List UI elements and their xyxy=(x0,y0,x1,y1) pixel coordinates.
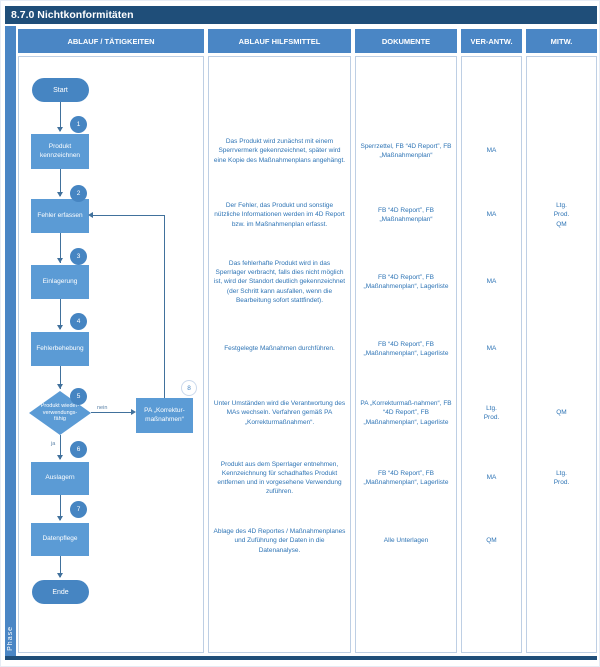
step-number-8: 8 xyxy=(181,380,197,396)
step-number-4: 4 xyxy=(70,313,87,330)
step-number-6: 6 xyxy=(70,441,87,458)
documents-row-2: FB “4D Report”, FB „Maßnahmenplan“ xyxy=(378,206,434,223)
branch-label-ja: ja xyxy=(51,441,56,447)
connector-step7-end xyxy=(60,556,61,577)
step-number-1: 1 xyxy=(70,116,87,133)
branch-label-nein: nein xyxy=(97,405,108,411)
arrowhead-step2 xyxy=(57,192,63,197)
description-row-4: Festgelegte Maßnahmen durchführen. xyxy=(224,345,335,353)
description-row-3: Das fehlerhafte Produkt wird in das Sper… xyxy=(213,260,346,304)
arrowhead-step1 xyxy=(57,127,63,132)
flow-node-start: Start xyxy=(32,78,89,102)
responsible-row-5: Ltg. Prod. xyxy=(483,404,500,421)
responsible-row-4: MA xyxy=(486,345,497,353)
connector-step3-step4 xyxy=(60,299,61,329)
documents-row-4: FB “4D Report”, FB „Maßnahmenplan“, Lage… xyxy=(363,340,449,357)
documents-row-3: FB “4D Report”, FB „Maßnahmenplan“, Lage… xyxy=(363,273,449,290)
connector-start-step1 xyxy=(60,102,61,131)
documents-row-6: FB “4D Report”, FB „Maßnahmenplan“, Lage… xyxy=(363,469,449,486)
contributing-row-6: Ltg. Prod. xyxy=(553,469,570,486)
flow-node-einlagerung: Einlagerung xyxy=(31,265,89,299)
column-header-mitw: MITW. xyxy=(526,29,597,53)
step-number-7: 7 xyxy=(70,501,87,518)
panel-ver-antw xyxy=(461,56,522,653)
arrowhead-step7 xyxy=(57,516,63,521)
step-number-5: 5 xyxy=(70,388,87,405)
responsible-row-7: QM xyxy=(486,537,497,545)
arrowhead-sidebox xyxy=(131,409,136,415)
documents-row-1: Sperrzettel, FB “4D Report”, FB „Maßnahm… xyxy=(360,142,452,159)
flow-node-datenpflege: Datenpflege xyxy=(31,523,89,556)
arrowhead-step6 xyxy=(57,455,63,460)
description-row-6: Produkt aus dem Sperrlager entnehmen, Ke… xyxy=(217,460,342,496)
flow-node-auslagern: Auslagern xyxy=(31,462,89,495)
panel-mitw xyxy=(526,56,597,653)
connector-feedback-horizontal xyxy=(92,215,165,216)
column-header-ver-antw: VER-ANTW. xyxy=(461,29,522,53)
phase-label: Phase xyxy=(7,626,14,651)
responsible-row-2: MA xyxy=(486,211,497,219)
step-number-3: 3 xyxy=(70,248,87,265)
phase-strip: Phase xyxy=(5,26,16,656)
page-title: 8.7.0 Nichtkonformitäten xyxy=(5,6,597,24)
contributing-row-3 xyxy=(527,247,596,317)
column-header-dokumente: DOKUMENTE xyxy=(355,29,457,53)
contributing-row-4 xyxy=(527,314,596,384)
flow-node-pa-korrekturmassnahmen: PA „Korrektur- maßnahmen“ xyxy=(136,398,193,433)
contributing-row-1 xyxy=(527,116,596,186)
connector-step1-step2 xyxy=(60,169,61,196)
documents-row-7: Alle Unterlagen xyxy=(383,537,429,545)
flow-node-produkt-kennzeichnen: Produkt kennzeichnen xyxy=(31,134,89,169)
connector-decision-sidebox xyxy=(91,412,134,413)
connector-step4-decision xyxy=(60,366,61,389)
panel-hilfsmittel xyxy=(208,56,351,653)
step-number-2: 2 xyxy=(70,185,87,202)
connector-step6-step7 xyxy=(60,495,61,520)
flow-node-fehlerbehebung: Fehlerbehebung xyxy=(31,332,89,366)
documents-row-5: PA „Korrekturmaß-nahmen“, FB “4D Report”… xyxy=(360,400,452,426)
flow-node-fehler-erfassen: Fehler erfassen xyxy=(31,199,89,233)
column-header-ablauf-hilfsmittel: ABLAUF HILFSMITTEL xyxy=(208,29,351,53)
responsible-row-3: MA xyxy=(486,278,497,286)
column-header-ablauf-taetigkeiten: ABLAUF / TÄTIGKEITEN xyxy=(18,29,204,53)
panel-dokumente xyxy=(355,56,457,653)
arrowhead-step4 xyxy=(57,325,63,330)
arrowhead-end xyxy=(57,573,63,578)
connector-decision-step6 xyxy=(60,435,61,459)
contributing-row-5: QM xyxy=(556,409,567,417)
contributing-row-2: Ltg. Prod. QM xyxy=(553,202,570,228)
responsible-row-6: MA xyxy=(486,474,497,482)
contributing-row-7 xyxy=(527,506,596,576)
responsible-row-1: MA xyxy=(486,147,497,155)
arrowhead-step3 xyxy=(57,258,63,263)
connector-step2-step3 xyxy=(60,233,61,263)
description-row-1: Das Produkt wird zunächst mit einem Sper… xyxy=(213,138,346,164)
connector-feedback-vertical xyxy=(164,215,165,398)
arrowhead-feedback xyxy=(88,212,93,218)
flow-node-ende: Ende xyxy=(32,580,89,604)
flow-decision-label: Produkt wieder- verwendungs- fähig xyxy=(40,402,80,423)
description-row-5: Unter Umständen wird die Verantwortung d… xyxy=(213,400,346,426)
bottom-border-bar xyxy=(5,656,597,660)
description-row-7: Ablage des 4D Reportes / Maßnahmenplanes… xyxy=(213,528,346,554)
description-row-2: Der Fehler, das Produkt und sonstige nüt… xyxy=(214,202,345,228)
arrowhead-decision xyxy=(57,384,63,389)
